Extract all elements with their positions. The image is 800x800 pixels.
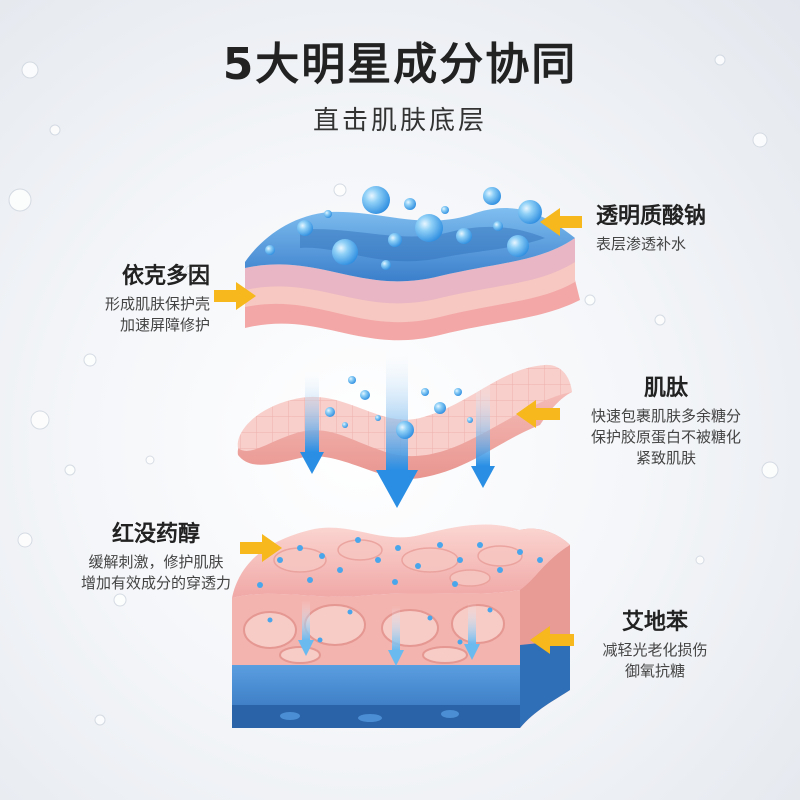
down-arrow-icon bbox=[298, 600, 480, 666]
water-bubble-icon bbox=[257, 537, 543, 645]
ingredient-desc: 表层渗透补水 bbox=[596, 235, 687, 253]
background-droplets bbox=[8, 54, 779, 726]
skin-layer-bottom bbox=[232, 524, 570, 728]
ingredient-hyaluronate: 透明质酸钠 表层渗透补水 bbox=[596, 198, 706, 255]
ingredient-desc: 减轻光老化损伤 bbox=[602, 641, 708, 659]
water-bubble-icon bbox=[265, 186, 542, 270]
ingredient-bisabolol: 红没药醇 缓解刺激，修护肌肤 增加有效成分的穿透力 bbox=[56, 516, 256, 594]
ingredient-ectoin: 依克多因 形成肌肤保护壳 加速屏障修护 bbox=[60, 258, 210, 336]
skin-layer-top bbox=[245, 208, 580, 341]
ingredient-desc: 增加有效成分的穿透力 bbox=[80, 574, 231, 592]
ingredient-desc: 缓解刺激，修护肌肤 bbox=[88, 553, 224, 571]
ingredient-name: 红没药醇 bbox=[111, 522, 200, 547]
down-arrow-icon bbox=[300, 350, 495, 508]
ingredient-carnosine: 肌肽 快速包裹肌肤多余糖分 保护胶原蛋白不被糖化 紧致肌肤 bbox=[566, 370, 766, 469]
ingredient-name: 透明质酸钠 bbox=[596, 204, 707, 229]
page-subtitle: 直击肌肤底层 bbox=[312, 106, 487, 136]
page-title: 5大明星成分协同 bbox=[222, 39, 578, 90]
ingredient-desc: 快速包裹肌肤多余糖分 bbox=[590, 407, 741, 425]
water-bubble-icon bbox=[325, 376, 473, 439]
ingredient-idebenone: 艾地苯 减轻光老化损伤 御氧抗糖 bbox=[580, 604, 730, 682]
ingredient-name: 依克多因 bbox=[121, 264, 210, 289]
ingredient-desc: 保护胶原蛋白不被糖化 bbox=[590, 428, 741, 446]
ingredient-desc: 御氧抗糖 bbox=[624, 662, 685, 680]
ingredient-desc: 加速屏障修护 bbox=[119, 316, 210, 334]
ingredient-desc: 形成肌肤保护壳 bbox=[104, 295, 210, 313]
ingredient-name: 肌肽 bbox=[643, 376, 688, 401]
arrow-icon bbox=[214, 208, 582, 654]
ingredient-name: 艾地苯 bbox=[621, 610, 688, 635]
ingredient-desc: 紧致肌肤 bbox=[635, 449, 696, 467]
